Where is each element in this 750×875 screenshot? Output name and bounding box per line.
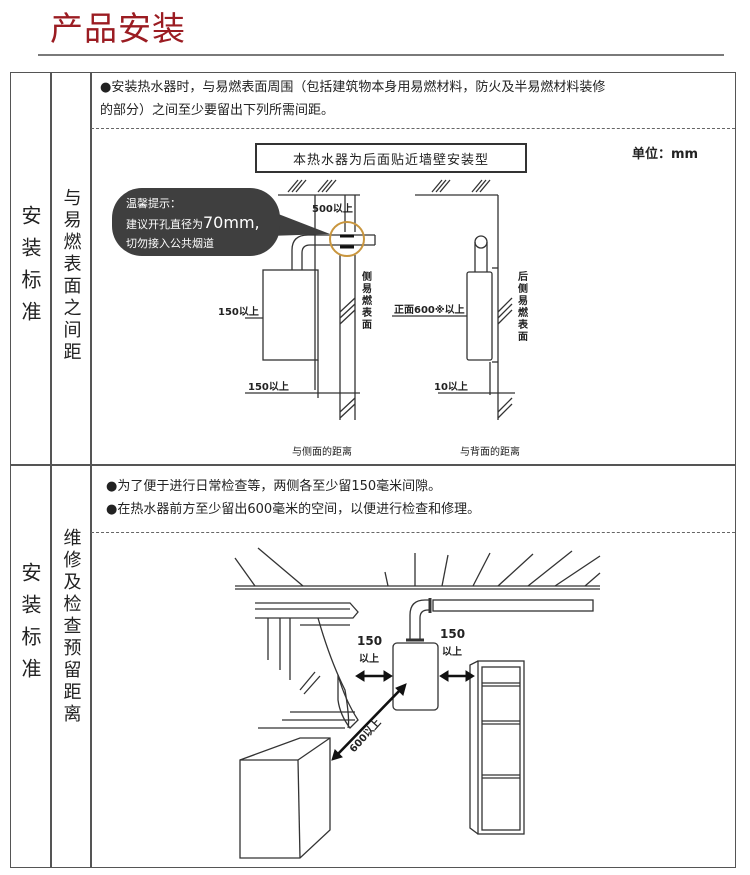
side-caption: 与侧面的距离	[292, 447, 352, 458]
flue-pipe	[409, 599, 430, 640]
exhaust-pipe	[432, 599, 594, 612]
section2-note-line2: ●在热水器前方至少留出600毫米的空间，以便进行检查和修理。	[106, 502, 481, 517]
page-title: 产品安装	[50, 9, 186, 48]
section2-subcategory-text: 维修及检查预留距离	[60, 528, 82, 726]
back-surface-label: 后侧易燃表面	[518, 272, 528, 343]
front-clearance-label: 正面600※以上	[394, 305, 465, 316]
clearance-arrows	[331, 670, 475, 761]
right-gap-value: 150	[440, 627, 466, 641]
section1-note-line2: 的部分）之间至少要留出下列所需间距。	[100, 103, 335, 118]
section2-category-text: 安装标准	[18, 562, 42, 690]
top-clearance-label: 500以上	[312, 204, 353, 215]
flue-pipe	[291, 234, 375, 270]
box	[239, 737, 331, 859]
curtain-rail	[255, 602, 359, 619]
section1-category-text: 安装标准	[18, 205, 42, 333]
water-heater	[392, 642, 439, 711]
highlight-ring	[329, 221, 365, 257]
tip-line3: 切勿接入公共烟道	[126, 237, 214, 250]
tip-line2-value: 70mm,	[203, 213, 260, 232]
diagram-title-box: 本热水器为后面贴近墙壁安装型	[255, 143, 527, 173]
back-clearance-drawing	[392, 179, 515, 420]
section1-subcategory: 与易燃表面之间距	[51, 188, 90, 364]
section1-category: 安装标准	[10, 205, 50, 333]
shelf-unit	[477, 660, 525, 835]
left-gap-value: 150	[357, 634, 383, 648]
tip-line2-prefix: 建议开孔直径为	[126, 218, 203, 231]
tip-bubble: 温馨提示： 建议开孔直径为70mm, 切勿接入公共烟道	[112, 188, 280, 256]
column-divider-1	[50, 72, 52, 868]
side-surface-label: 侧易燃表面	[362, 272, 372, 331]
spec-table	[10, 72, 736, 868]
right-gap-suffix: 以上	[442, 647, 462, 658]
back-caption: 与背面的距离	[460, 447, 520, 458]
bubble-pointer	[268, 210, 330, 236]
unit-label: 单位：mm	[632, 147, 699, 162]
back-clearance-label: 10以上	[434, 382, 468, 393]
left-clearance-label: 150以上	[218, 307, 259, 318]
section2-category: 安装标准	[10, 562, 50, 690]
section2-subcategory: 维修及检查预留距离	[51, 528, 90, 726]
section1-note-line1: ●安装热水器时，与易燃表面周围（包括建筑物本身用易燃材料，防火及半易燃材料装修	[100, 80, 606, 95]
tip-heading: 温馨提示：	[126, 197, 181, 210]
left-gap-suffix: 以上	[359, 654, 379, 665]
bottom-clearance-label: 150以上	[248, 382, 289, 393]
section2-note-line1: ●为了便于进行日常检查等，两侧各至少留150毫米间隙。	[106, 479, 442, 494]
section1-subcategory-text: 与易燃表面之间距	[60, 188, 82, 364]
section1-note: ●安装热水器时，与易燃表面周围（包括建筑物本身用易燃材料，防火及半易燃材料装修 …	[100, 76, 605, 122]
column-divider-2	[90, 72, 92, 868]
curtain	[317, 617, 350, 729]
section2-note: ●为了便于进行日常检查等，两侧各至少留150毫米间隙。 ●在热水器前方至少留出6…	[106, 475, 480, 521]
heater-body	[262, 269, 319, 361]
section1-dashed-divider	[91, 128, 735, 129]
title-divider	[38, 54, 724, 56]
side-clearance-drawing	[245, 179, 376, 420]
section2-dashed-divider	[91, 532, 735, 533]
row-divider	[10, 464, 736, 466]
